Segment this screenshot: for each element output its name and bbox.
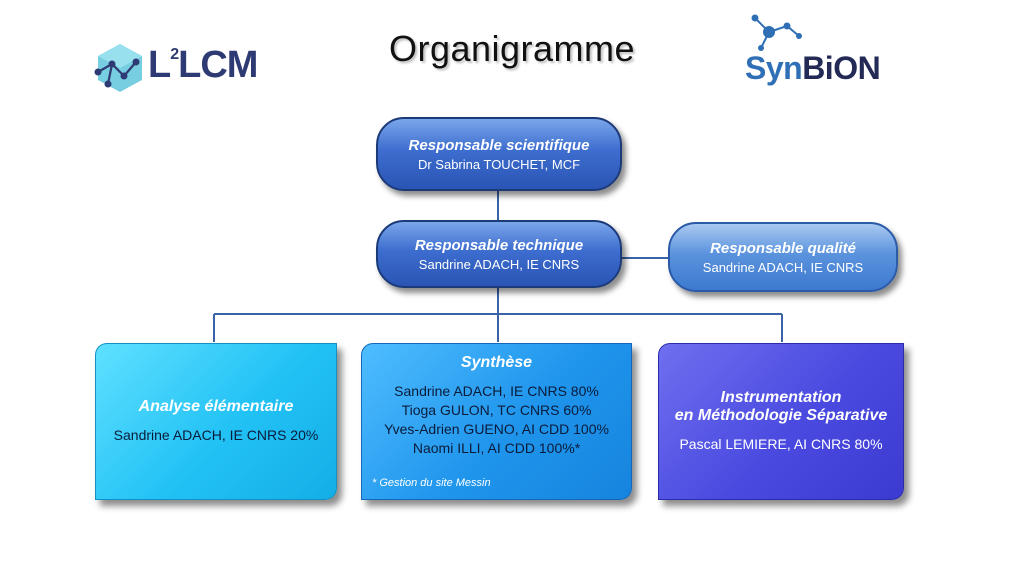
node-technical-lead: Responsable technique Sandrine ADACH, IE…	[376, 220, 622, 288]
node-person: Sandrine ADACH, IE CNRS	[702, 259, 864, 275]
team-title-line1: Instrumentation	[720, 389, 842, 406]
l2cm-logo: L2LCM	[90, 38, 265, 98]
team-title: Synthèse	[460, 354, 533, 371]
molecule-cube-icon	[94, 44, 142, 92]
synbion-logo-text: SynBiON	[745, 50, 881, 86]
synbion-logo: SynBiON	[745, 8, 895, 93]
node-person: Dr Sabrina TOUCHET, MCF	[417, 156, 581, 172]
node-role: Responsable qualité	[710, 239, 856, 257]
node-scientific-lead: Responsable scientifique Dr Sabrina TOUC…	[376, 117, 622, 191]
team-member: Yves-Adrien GUENO, AI CDD 100%	[384, 421, 609, 437]
l2cm-logo-text: L2LCM	[148, 44, 258, 86]
node-role: Responsable scientifique	[408, 136, 590, 154]
team-synthesis: Synthèse Sandrine ADACH, IE CNRS 80% Tio…	[361, 343, 632, 500]
team-member: Sandrine ADACH, IE CNRS 80%	[394, 383, 599, 399]
team-member: Tioga GULON, TC CNRS 60%	[401, 402, 592, 418]
team-member: Naomi ILLI, AI CDD 100%*	[412, 440, 581, 456]
team-analysis: Analyse élémentaire Sandrine ADACH, IE C…	[95, 343, 337, 500]
node-person: Sandrine ADACH, IE CNRS	[418, 256, 580, 272]
team-title-line2: en Méthodologie Séparative	[674, 407, 888, 424]
team-title: Analyse élémentaire	[138, 398, 294, 415]
page-title: Organigramme	[388, 28, 636, 69]
team-instrumentation: Instrumentation en Méthodologie Séparati…	[658, 343, 904, 500]
site-note: * Gestion du site Messin	[372, 477, 491, 489]
team-member: Sandrine ADACH, IE CNRS 20%	[113, 427, 319, 443]
team-member: Pascal LEMIERE, AI CNRS 80%	[679, 436, 883, 452]
node-role: Responsable technique	[414, 236, 584, 254]
node-quality-lead: Responsable qualité Sandrine ADACH, IE C…	[668, 222, 898, 292]
molecule-icon	[751, 14, 802, 51]
